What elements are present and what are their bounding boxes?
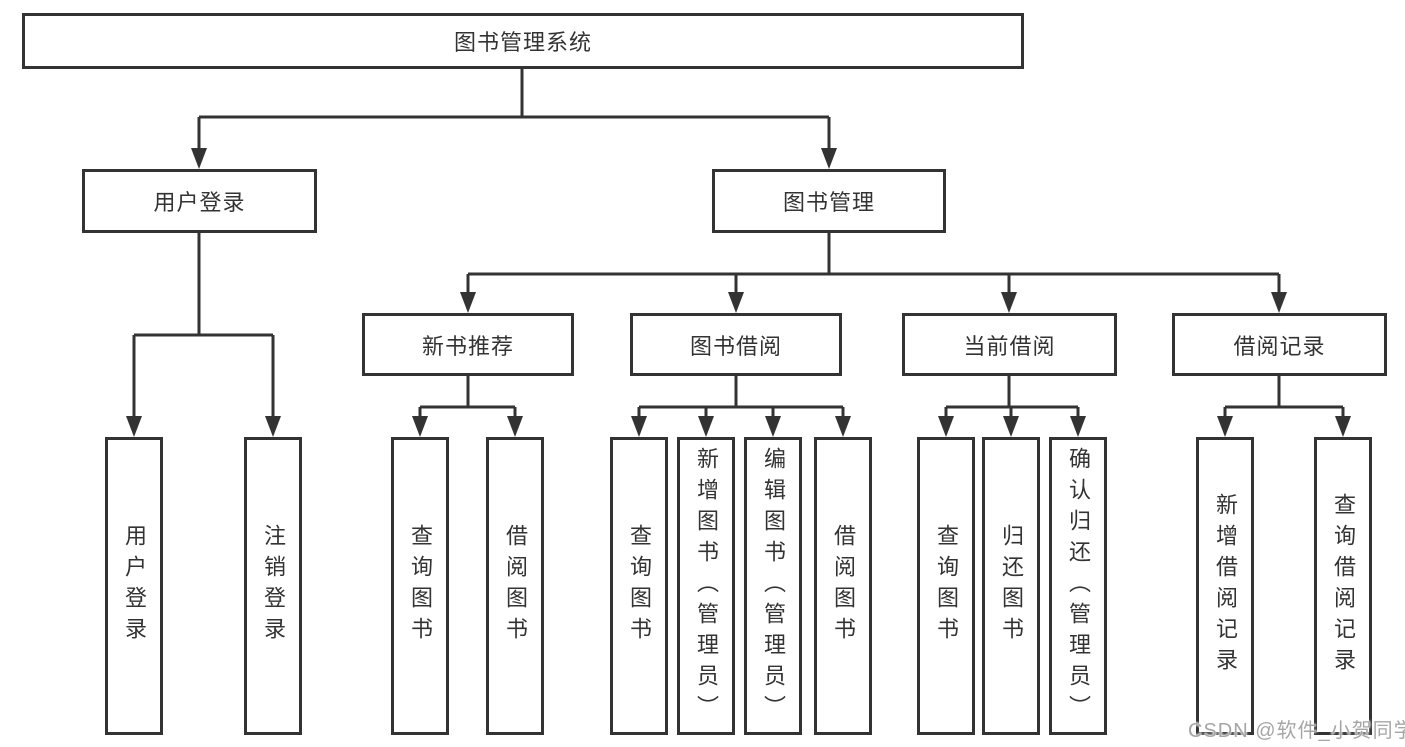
node-user-login: 用户登录 bbox=[82, 169, 317, 233]
node-borrowing-records: 借阅记录 bbox=[1172, 313, 1387, 376]
arrowhead bbox=[698, 416, 714, 437]
node-new-book-recommendation: 新书推荐 bbox=[362, 313, 574, 376]
arrowhead bbox=[835, 416, 851, 437]
arrowhead bbox=[507, 416, 523, 437]
leaf-label: 借阅图书 bbox=[503, 524, 528, 648]
arrowhead bbox=[1217, 416, 1233, 437]
arrowhead bbox=[728, 292, 744, 313]
arrowhead bbox=[1001, 292, 1017, 313]
arrowhead bbox=[821, 148, 837, 169]
arrowheads bbox=[126, 148, 1351, 437]
arrowhead bbox=[460, 292, 476, 313]
leaf-borrow-books-borrowing: 借阅图书 bbox=[814, 437, 872, 735]
leaf-add-borrow-record: 新增借阅记录 bbox=[1196, 437, 1254, 735]
leaf-borrow-books-recommend: 借阅图书 bbox=[486, 437, 544, 735]
tree-edges bbox=[132, 69, 1345, 419]
leaf-query-books-recommend: 查询图书 bbox=[391, 437, 449, 735]
leaf-user-login: 用户登录 bbox=[105, 437, 163, 735]
node-root-library-system: 图书管理系统 bbox=[22, 13, 1024, 69]
arrowhead bbox=[938, 416, 954, 437]
leaf-label: 归还图书 bbox=[999, 524, 1024, 648]
leaf-add-books-admin: 新增图书（管理员） bbox=[677, 437, 735, 735]
leaf-return-books: 归还图书 bbox=[982, 437, 1040, 735]
watermark: CSDN @软件_小贺同学 bbox=[1188, 720, 1405, 742]
leaf-label: 查询图书 bbox=[934, 524, 959, 648]
leaf-label: 新增图书（管理员） bbox=[694, 446, 719, 726]
leaf-label: 注销登录 bbox=[261, 524, 286, 648]
node-book-management: 图书管理 bbox=[712, 169, 946, 233]
leaf-label: 借阅图书 bbox=[831, 524, 856, 648]
leaf-label: 确认归还（管理员） bbox=[1066, 446, 1091, 726]
leaf-edit-books-admin: 编辑图书（管理员） bbox=[744, 437, 802, 735]
arrowhead bbox=[412, 416, 428, 437]
arrowhead bbox=[1070, 416, 1086, 437]
leaf-label: 查询图书 bbox=[408, 524, 433, 648]
leaf-label: 编辑图书（管理员） bbox=[761, 446, 786, 726]
leaf-label: 新增借阅记录 bbox=[1213, 493, 1238, 679]
arrowhead bbox=[191, 148, 207, 169]
leaf-label: 查询借阅记录 bbox=[1331, 493, 1356, 679]
leaf-label: 用户登录 bbox=[122, 524, 147, 648]
node-current-borrowing: 当前借阅 bbox=[902, 313, 1117, 376]
arrowhead bbox=[631, 416, 647, 437]
leaf-logout: 注销登录 bbox=[244, 437, 302, 735]
arrowhead bbox=[1271, 292, 1287, 313]
leaf-query-books-current: 查询图书 bbox=[917, 437, 975, 735]
arrowhead bbox=[126, 416, 142, 437]
leaf-confirm-return-admin: 确认归还（管理员） bbox=[1049, 437, 1107, 735]
node-book-borrowing: 图书借阅 bbox=[630, 313, 842, 376]
arrowhead bbox=[1335, 416, 1351, 437]
leaf-query-books-borrowing: 查询图书 bbox=[610, 437, 668, 735]
leaf-query-borrow-record: 查询借阅记录 bbox=[1314, 437, 1372, 735]
leaf-label: 查询图书 bbox=[627, 524, 652, 648]
arrowhead bbox=[765, 416, 781, 437]
arrowhead bbox=[265, 416, 281, 437]
arrowhead bbox=[1003, 416, 1019, 437]
